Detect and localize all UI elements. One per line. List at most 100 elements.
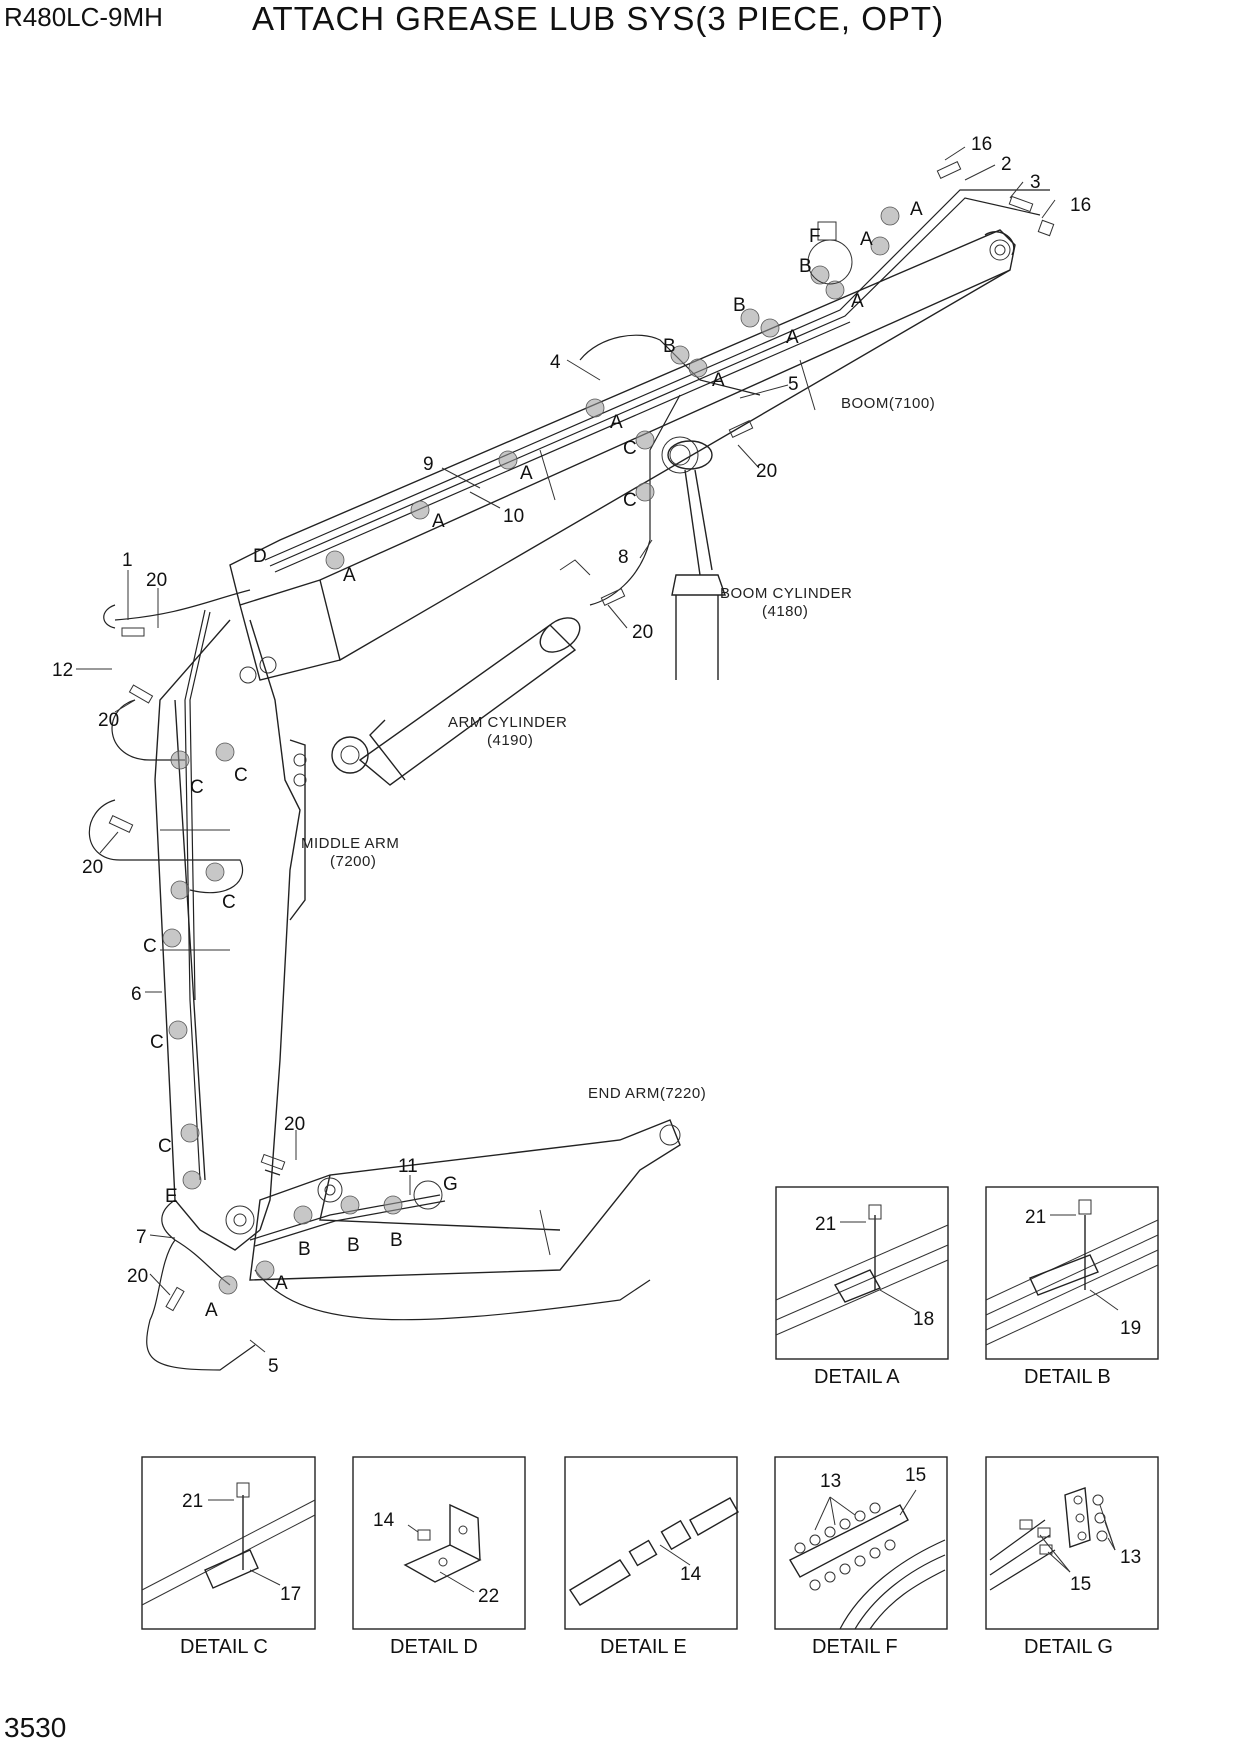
callout-6: 6 <box>131 984 142 1005</box>
detail-a-title: DETAIL A <box>814 1366 900 1388</box>
ref-letter-a: A <box>275 1273 288 1294</box>
ref-letter-a: A <box>343 565 356 586</box>
callout-9: 9 <box>423 454 434 475</box>
callout-11: 11 <box>398 1156 418 1177</box>
detail-c-part: 17 <box>280 1584 301 1605</box>
page-title: ATTACH GREASE LUB SYS(3 PIECE, OPT) <box>252 0 945 37</box>
detail-e: 14 <box>564 1456 739 1630</box>
detail-f-title: DETAIL F <box>812 1636 898 1658</box>
caption-middle-arm: MIDDLE ARM <box>301 835 399 852</box>
middle-arm-hoses <box>88 609 256 1371</box>
detail-d-part: 22 <box>478 1586 499 1607</box>
detail-c-title: DETAIL C <box>180 1636 268 1658</box>
ref-letter-b: B <box>733 295 746 316</box>
callout-8: 8 <box>618 547 629 568</box>
detail-c-part: 21 <box>182 1491 203 1512</box>
ref-letter-c: C <box>234 765 248 786</box>
ref-letter-a: A <box>910 199 923 220</box>
caption-arm-cylinder-no: (4190) <box>487 732 533 749</box>
ref-letter-a: A <box>860 229 873 250</box>
callout-1: 1 <box>122 550 133 571</box>
caption-boom-cylinder: BOOM CYLINDER <box>720 585 852 602</box>
detail-b: 21 19 <box>985 1186 1159 1360</box>
callout-20: 20 <box>284 1114 305 1135</box>
clamp-markers <box>162 206 900 1295</box>
ref-letter-c: C <box>623 490 637 511</box>
detail-e-title: DETAIL E <box>600 1636 687 1658</box>
callout-20: 20 <box>82 857 103 878</box>
ref-letter-c: C <box>623 438 637 459</box>
boom-outline <box>229 229 1016 684</box>
ref-letter-b: B <box>799 256 812 277</box>
ref-letter-a: A <box>432 511 445 532</box>
callout-20: 20 <box>98 710 119 731</box>
detail-d-part: 14 <box>373 1510 395 1531</box>
ref-letter-b: B <box>347 1235 360 1256</box>
boom-hoses <box>103 189 1050 629</box>
detail-g: 13 15 <box>985 1456 1159 1630</box>
detail-c: 21 17 <box>141 1456 316 1630</box>
detail-b-part: 19 <box>1120 1318 1141 1339</box>
detail-f-part: 15 <box>905 1465 926 1486</box>
ref-letter-c: C <box>222 892 236 913</box>
detail-b-title: DETAIL B <box>1024 1366 1111 1388</box>
end-arm-hoses <box>249 1169 651 1321</box>
caption-arm-cylinder: ARM CYLINDER <box>448 714 567 731</box>
callout-2: 2 <box>1001 154 1012 175</box>
ref-letter-b: B <box>298 1239 311 1260</box>
caption-middle-arm-no: (7200) <box>330 853 376 870</box>
ref-letter-a: A <box>712 370 725 391</box>
ref-letter-d: D <box>253 546 267 567</box>
callout-5: 5 <box>788 374 799 395</box>
ref-letter-c: C <box>150 1032 164 1053</box>
ref-letter-g: G <box>443 1174 458 1195</box>
detail-g-part: 15 <box>1070 1574 1091 1595</box>
ref-letter-c: C <box>190 777 204 798</box>
callout-20: 20 <box>146 570 167 591</box>
ref-letter-c: C <box>143 936 157 957</box>
callout-20: 20 <box>756 461 777 482</box>
callout-7: 7 <box>136 1227 147 1248</box>
callout-5: 5 <box>268 1356 279 1377</box>
detail-e-part: 14 <box>680 1564 702 1585</box>
ref-letter-f: F <box>809 226 821 247</box>
detail-a-part: 18 <box>913 1309 934 1330</box>
detail-a-part: 21 <box>815 1214 836 1235</box>
ref-letter-a: A <box>610 412 623 433</box>
ref-letter-a: A <box>786 327 799 348</box>
detail-f: 13 15 <box>774 1456 948 1630</box>
ref-letter-e: E <box>165 1186 178 1207</box>
callout-3: 3 <box>1030 172 1041 193</box>
detail-b-part: 21 <box>1025 1207 1046 1228</box>
detail-d: 14 22 <box>352 1456 526 1630</box>
ref-letter-a: A <box>851 291 864 312</box>
leader-lines <box>76 146 1056 1353</box>
page-number: 3530 <box>4 1712 67 1743</box>
callout-16: 16 <box>971 134 992 155</box>
ref-letter-a: A <box>205 1300 218 1321</box>
callout-20: 20 <box>632 622 653 643</box>
detail-g-title: DETAIL G <box>1024 1636 1113 1658</box>
detail-g-part: 13 <box>1120 1547 1141 1568</box>
callout-10: 10 <box>503 506 524 527</box>
callout-4: 4 <box>550 352 561 373</box>
detail-d-title: DETAIL D <box>390 1636 478 1658</box>
caption-boom-cylinder-no: (4180) <box>762 603 808 620</box>
callout-12: 12 <box>52 660 73 681</box>
ref-letter-b: B <box>390 1230 403 1251</box>
boom-cylinder <box>667 440 726 680</box>
end-arm-outline <box>249 1119 681 1281</box>
callout-20: 20 <box>127 1266 148 1287</box>
callout-16: 16 <box>1070 195 1091 216</box>
ref-letter-b: B <box>663 336 676 357</box>
hose-fittings <box>108 161 1055 1312</box>
ref-letter-c: C <box>158 1136 172 1157</box>
detail-a: 21 18 <box>775 1186 949 1360</box>
ref-letter-a: A <box>520 463 533 484</box>
caption-end-arm: END ARM(7220) <box>588 1085 706 1102</box>
detail-f-part: 13 <box>820 1471 841 1492</box>
arm-cylinder <box>331 617 581 786</box>
model-number: R480LC-9MH <box>4 2 163 32</box>
caption-boom: BOOM(7100) <box>841 395 935 412</box>
